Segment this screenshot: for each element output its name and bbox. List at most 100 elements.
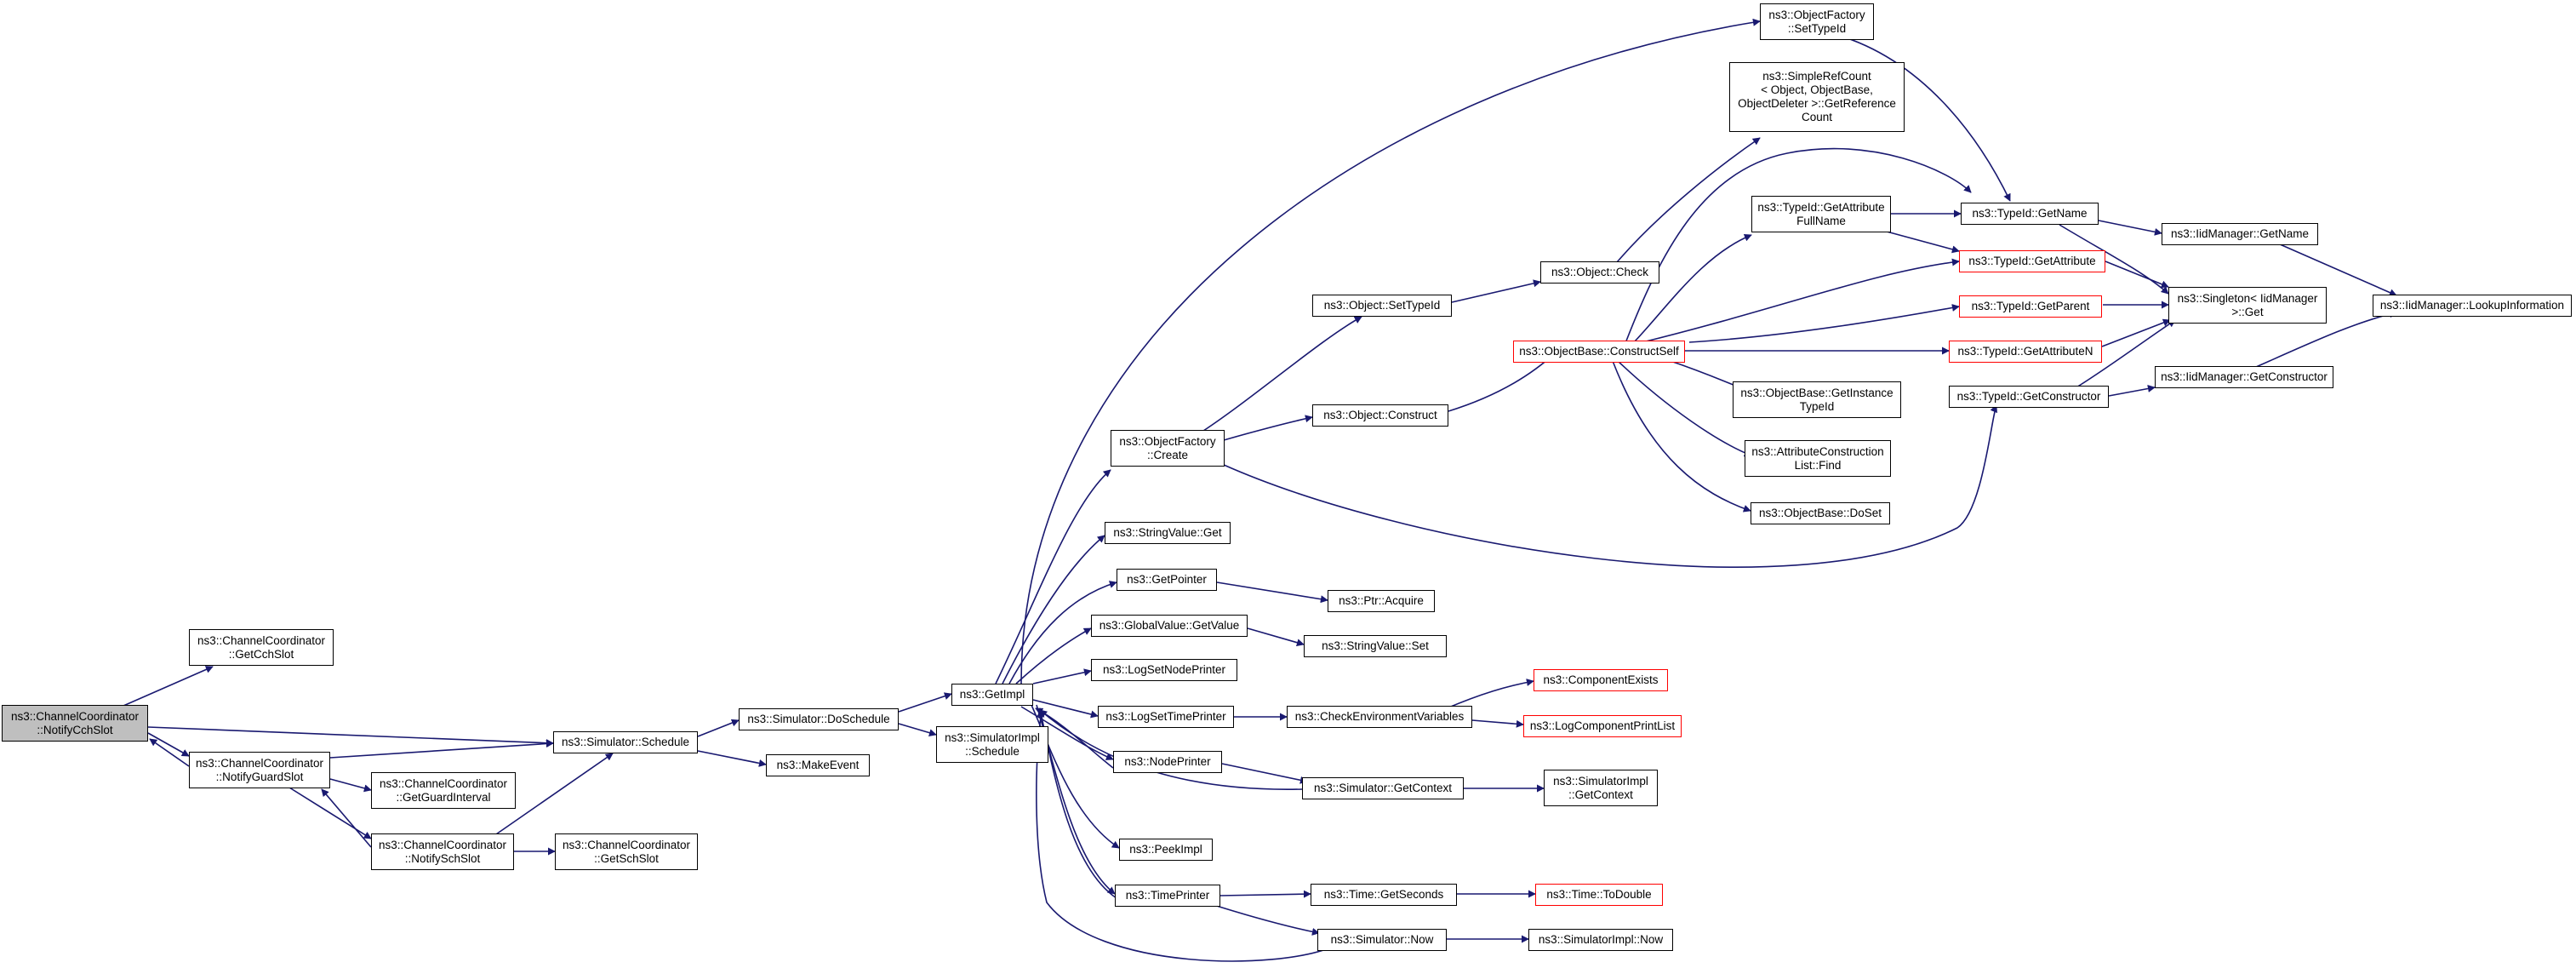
- edge-typeidgetattrn-singletonget: [2101, 318, 2171, 347]
- edge-typeidgetctor-singletonget: [2076, 319, 2176, 388]
- node-typeid-getattribute[interactable]: ns3::TypeId::GetAttribute: [1959, 250, 2105, 272]
- edge-schedule-makeevent: [697, 750, 767, 767]
- node-get-impl[interactable]: ns3::GetImpl: [951, 684, 1033, 706]
- edge-getimpl-ofcreate: [995, 469, 1111, 684]
- node-log-set-time-printer[interactable]: ns3::LogSetTimePrinter: [1098, 706, 1234, 728]
- node-objectfactory-create[interactable]: ns3::ObjectFactory ::Create: [1111, 430, 1225, 467]
- edge-notifyguard-getguardint: [329, 778, 372, 793]
- edge-simnow-getimpl: [1036, 709, 1334, 962]
- edge-getimpl-peekimpl: [1031, 704, 1120, 849]
- node-objectbase-getinstancetypeid[interactable]: ns3::ObjectBase::GetInstance TypeId: [1733, 381, 1901, 418]
- edge-getimpl-ofsettypeid: [1020, 18, 1761, 684]
- node-log-component-print-list[interactable]: ns3::LogComponentPrintList: [1523, 715, 1682, 737]
- node-typeid-getattributen[interactable]: ns3::TypeId::GetAttributeN: [1949, 341, 2102, 363]
- node-stringvalue-get[interactable]: ns3::StringValue::Get: [1105, 522, 1231, 544]
- node-peek-impl[interactable]: ns3::PeekImpl: [1119, 839, 1213, 861]
- edge-ofcreate-typeidgetctor: [1223, 404, 1997, 568]
- node-time-todouble[interactable]: ns3::Time::ToDouble: [1535, 884, 1663, 906]
- edge-timeprinter-timegetseconds: [1219, 890, 1311, 898]
- edge-ofcreate-objsettypeid: [1197, 316, 1362, 435]
- node-stringvalue-set[interactable]: ns3::StringValue::Set: [1304, 635, 1447, 657]
- node-objectfactory-settypeid[interactable]: ns3::ObjectFactory ::SetTypeId: [1760, 3, 1874, 40]
- edge-typeidgetname-singletonget: [2059, 224, 2169, 295]
- edge-constructself-typeidgetparent: [1688, 304, 1960, 343]
- node-typeid-getname[interactable]: ns3::TypeId::GetName: [1961, 203, 2099, 225]
- node-notify-cch-slot[interactable]: ns3::ChannelCoordinator ::NotifyCchSlot: [2, 705, 148, 742]
- edge-ofcreate-objconstruct: [1223, 415, 1313, 441]
- edge-timeprinter-simnow: [1208, 902, 1320, 936]
- node-simulator-getcontext[interactable]: ns3::Simulator::GetContext: [1302, 777, 1464, 799]
- node-typeid-getparent[interactable]: ns3::TypeId::GetParent: [1959, 295, 2102, 318]
- node-objectbase-doset[interactable]: ns3::ObjectBase::DoSet: [1751, 502, 1890, 524]
- edge-doschedule-getimpl: [898, 692, 952, 713]
- node-simulatorimpl-now[interactable]: ns3::SimulatorImpl::Now: [1528, 929, 1673, 951]
- edge-notifyguard-notifycch: [149, 738, 190, 767]
- edge-typeidgetname-iidgetname: [2098, 220, 2162, 236]
- edge-getimpl-getpointer: [1008, 581, 1117, 684]
- edge-notifycch-notifyguard: [147, 732, 190, 757]
- edge-constructself-typeidgetattr: [1642, 258, 1960, 343]
- edge-notifycch-getcchslot: [123, 666, 214, 707]
- node-simulatorimpl-schedule[interactable]: ns3::SimulatorImpl ::Schedule: [936, 726, 1048, 763]
- edge-constructself-doset: [1612, 360, 1751, 513]
- node-simplerefcount-getreferencecount[interactable]: ns3::SimpleRefCount < Object, ObjectBase…: [1729, 62, 1905, 132]
- node-notify-guard-slot[interactable]: ns3::ChannelCoordinator ::NotifyGuardSlo…: [189, 752, 330, 788]
- node-attributeconstructionlist-find[interactable]: ns3::AttributeConstruction List::Find: [1745, 440, 1891, 477]
- edge-getimpl-lognodeprinter: [1032, 668, 1092, 684]
- edge-doschedule-simimplschedule: [898, 723, 937, 737]
- node-object-construct[interactable]: ns3::Object::Construct: [1312, 404, 1448, 427]
- node-get-guard-interval[interactable]: ns3::ChannelCoordinator ::GetGuardInterv…: [371, 772, 516, 809]
- node-objectbase-constructself[interactable]: ns3::ObjectBase::ConstructSelf: [1513, 341, 1685, 363]
- edge-notifyguard-schedule: [329, 740, 554, 759]
- node-object-check[interactable]: ns3::Object::Check: [1540, 261, 1659, 284]
- node-typeid-getattributefullname[interactable]: ns3::TypeId::GetAttribute FullName: [1751, 196, 1891, 232]
- edge-schedule-doschedule: [697, 719, 740, 737]
- edge-objsettypeid-objcheck: [1451, 279, 1541, 303]
- node-simulator-now[interactable]: ns3::Simulator::Now: [1317, 929, 1447, 951]
- node-get-cch-slot[interactable]: ns3::ChannelCoordinator ::GetCchSlot: [189, 629, 334, 666]
- edge-notifyguard-notifysch: [288, 787, 372, 839]
- node-iidmanager-getname[interactable]: ns3::IidManager::GetName: [2162, 223, 2318, 245]
- node-simulator-doschedule[interactable]: ns3::Simulator::DoSchedule: [739, 708, 899, 730]
- edge-checkenv-compexists: [1446, 679, 1534, 709]
- node-get-sch-slot[interactable]: ns3::ChannelCoordinator ::GetSchSlot: [555, 833, 698, 870]
- edge-typeidgetctor-iidgetctor: [2108, 385, 2156, 397]
- node-object-settypeid[interactable]: ns3::Object::SetTypeId: [1312, 295, 1452, 317]
- edge-iidgetname-iidlookup: [2271, 240, 2397, 296]
- edge-getimpl-nodeprinter: [1020, 706, 1114, 760]
- edge-timeprinter-getimpl: [1037, 707, 1117, 899]
- node-notify-sch-slot[interactable]: ns3::ChannelCoordinator ::NotifySchSlot: [371, 833, 514, 870]
- node-time-getseconds[interactable]: ns3::Time::GetSeconds: [1311, 884, 1457, 906]
- node-iidmanager-lookupinformation[interactable]: ns3::IidManager::LookupInformation: [2373, 295, 2572, 317]
- node-ptr-acquire[interactable]: ns3::Ptr::Acquire: [1328, 590, 1435, 612]
- node-iidmanager-getconstructor[interactable]: ns3::IidManager::GetConstructor: [2155, 366, 2333, 388]
- node-node-printer[interactable]: ns3::NodePrinter: [1113, 751, 1222, 773]
- edge-getimpl-logtimeprinter: [1032, 699, 1099, 719]
- node-globalvalue-getvalue[interactable]: ns3::GlobalValue::GetValue: [1091, 615, 1248, 637]
- edge-checkenv-logcompprint: [1471, 719, 1524, 728]
- node-simulatorimpl-getcontext[interactable]: ns3::SimulatorImpl ::GetContext: [1544, 770, 1658, 806]
- edge-notifycch-schedule: [147, 726, 554, 747]
- edge-getimpl-stringvalueget: [1002, 535, 1105, 684]
- node-component-exists[interactable]: ns3::ComponentExists: [1534, 669, 1668, 691]
- edge-globalvalueget-stringvalueset: [1247, 627, 1305, 647]
- edge-objcheck-simplerefcount: [1616, 137, 1761, 263]
- edge-nodeprinter-simgetcontext: [1221, 763, 1308, 784]
- edge-ofsettypeid-typeidgetname: [1816, 29, 2011, 202]
- edge-notifysch-schedule: [493, 753, 614, 837]
- node-get-pointer[interactable]: ns3::GetPointer: [1117, 569, 1217, 591]
- node-typeid-getconstructor[interactable]: ns3::TypeId::GetConstructor: [1949, 386, 2109, 408]
- edge-constructself-attrconstfind: [1616, 359, 1752, 457]
- node-simulator-schedule[interactable]: ns3::Simulator::Schedule: [553, 731, 698, 753]
- edge-getpointer-ptracquire: [1216, 581, 1328, 604]
- edge-typeidgetattr-singletonget: [2105, 261, 2169, 289]
- node-time-printer[interactable]: ns3::TimePrinter: [1115, 885, 1220, 907]
- edge-constructself-getattrfullname: [1633, 233, 1752, 343]
- node-make-event[interactable]: ns3::MakeEvent: [766, 754, 870, 776]
- node-singleton-iidmanager-get[interactable]: ns3::Singleton< IidManager >::Get: [2168, 287, 2327, 324]
- node-log-set-node-printer[interactable]: ns3::LogSetNodePrinter: [1091, 659, 1237, 681]
- edge-getimpl-globalvalueget: [1015, 627, 1092, 684]
- node-check-environment-variables[interactable]: ns3::CheckEnvironmentVariables: [1287, 706, 1472, 728]
